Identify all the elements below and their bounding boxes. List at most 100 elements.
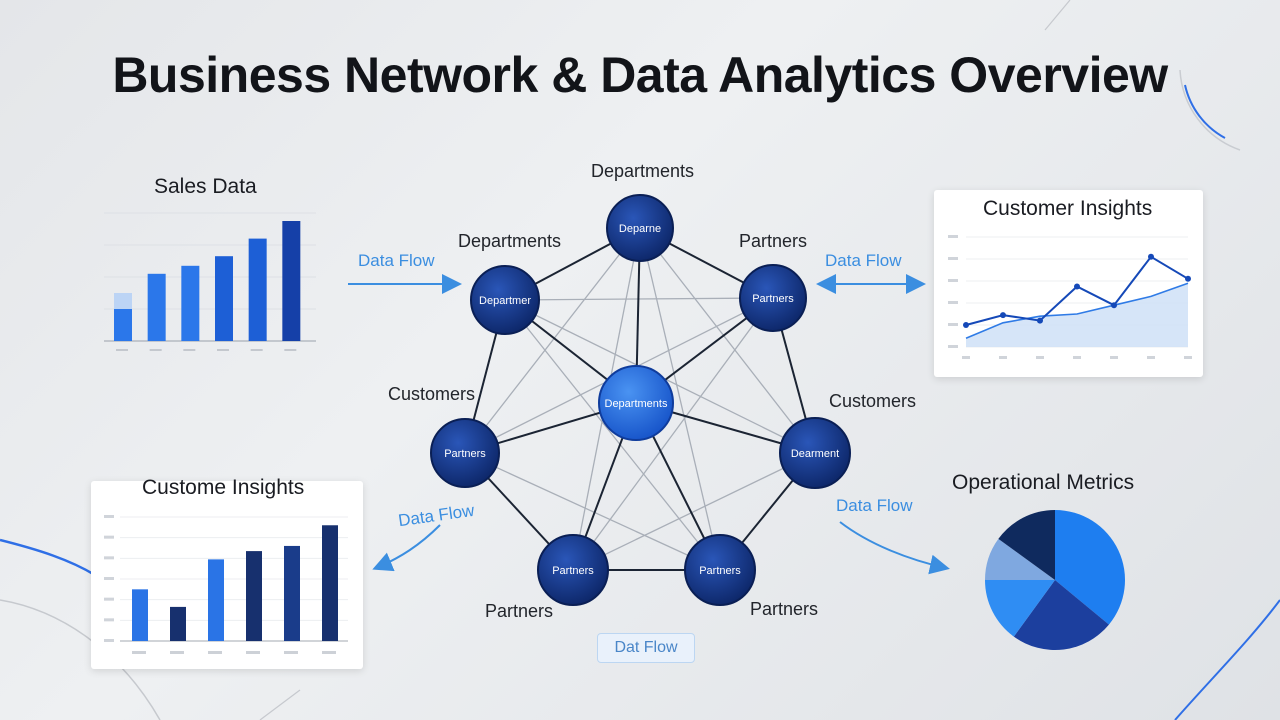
node-upper-left-text: Departmer: [479, 295, 531, 307]
bar: [170, 606, 186, 641]
node-top-text: Deparne: [619, 223, 661, 235]
bar: [147, 273, 166, 341]
bar: [246, 551, 262, 641]
node-upper-right-text: Partners: [752, 293, 794, 305]
pie-slice: [985, 538, 1055, 580]
tick-placeholder: [183, 349, 196, 351]
y-tick-placeholder: [948, 235, 958, 238]
node-upper-left: Departmer: [470, 265, 540, 335]
flow-label-left-top: Data Flow: [358, 251, 435, 270]
y-tick-placeholder: [104, 577, 114, 580]
node-mid-right: Dearment: [779, 417, 851, 489]
y-tick-placeholder: [948, 301, 958, 304]
x-tick-placeholder: [284, 651, 298, 654]
pie-slice: [1055, 510, 1125, 625]
line-bottom-mid: [259, 689, 301, 720]
y-tick-placeholder: [104, 556, 114, 560]
arc-bottom-right: [1174, 599, 1280, 720]
arc-bottom-left: [0, 538, 96, 577]
bar: [284, 545, 300, 641]
tick-placeholder: [217, 349, 229, 351]
node-lower-right: Partners: [684, 534, 756, 606]
bar: [208, 559, 224, 641]
node-center-text: Departments: [605, 398, 668, 410]
network-faint-links: [464, 227, 816, 571]
x-tick-placeholder: [1073, 356, 1081, 359]
series-1-point: [963, 322, 969, 328]
node-mid-right-text: Dearment: [791, 448, 839, 460]
series-1-point: [1148, 253, 1154, 260]
label-top-departments: Departments: [591, 161, 695, 181]
node-lower-left-text: Partners: [552, 565, 594, 577]
x-tick-placeholder: [132, 651, 146, 654]
node-center: Departments: [598, 365, 674, 441]
node-top: Deparne: [606, 194, 674, 262]
customer-insights-line-chart: [948, 235, 1192, 359]
tick-placeholder: [116, 349, 128, 351]
x-tick-placeholder: [999, 356, 1007, 359]
y-tick-placeholder: [948, 257, 958, 260]
flow-label-right-bottom: Data Flow: [836, 496, 913, 515]
node-mid-left: Partners: [430, 418, 500, 488]
arc-bottom-left-gray: [0, 599, 161, 720]
arc-top-right: [1184, 84, 1226, 139]
series-1-point: [1074, 283, 1080, 290]
y-tick-placeholder: [948, 345, 958, 348]
pie-slice: [985, 580, 1055, 637]
sales-data-chart: [104, 212, 316, 351]
flow-label-right-top: Data Flow: [825, 251, 902, 270]
line-top-right: [1044, 0, 1071, 31]
x-tick-placeholder: [170, 651, 184, 654]
customer-insights-bar-title: Custome Insights: [142, 476, 305, 499]
x-tick-placeholder: [1184, 356, 1192, 359]
x-tick-placeholder: [1036, 356, 1044, 359]
customer-insights-bar-chart: [104, 515, 348, 654]
series-1-point: [1185, 275, 1191, 282]
operational-metrics-title: Operational Metrics: [952, 471, 1135, 494]
arc-top-right-gray: [1179, 69, 1241, 151]
tick-placeholder: [284, 349, 297, 351]
y-tick-placeholder: [104, 639, 114, 642]
bar: [215, 256, 233, 341]
flow-arrow-left-bottom: [372, 524, 441, 572]
series-2-area: [966, 283, 1188, 347]
y-tick-placeholder: [104, 618, 114, 622]
label-lower-left-partners: Partners: [485, 601, 554, 621]
series-2-line: [965, 282, 1189, 339]
node-lower-left: Partners: [537, 534, 609, 606]
x-tick-placeholder: [962, 356, 970, 359]
label-lower-right-partners: Partners: [750, 599, 819, 619]
bar: [132, 589, 148, 641]
bar: [181, 265, 200, 341]
page-title: Business Network & Data Analytics Overvi…: [112, 47, 1168, 103]
y-tick-placeholder: [104, 535, 114, 539]
bar: [282, 221, 301, 341]
customer-insights-line-title: Customer Insights: [983, 197, 1153, 220]
bar-highlight: [114, 293, 132, 309]
x-tick-placeholder: [246, 651, 260, 654]
x-tick-placeholder: [208, 651, 222, 654]
series-1-point: [1037, 317, 1043, 324]
flow-arrow-right-bottom: [839, 521, 950, 575]
operational-metrics-pie-chart: [985, 510, 1125, 650]
series-1-point: [1000, 312, 1006, 319]
bar: [322, 525, 338, 641]
node-upper-right: Partners: [739, 264, 807, 332]
x-tick-placeholder: [1147, 356, 1155, 359]
label-mid-left-customers: Customers: [388, 384, 476, 404]
sales-data-title: Sales Data: [154, 175, 257, 198]
data-flow-badge: Dat Flow: [597, 633, 695, 663]
pie-slice: [998, 510, 1055, 580]
pie-slice: [1013, 580, 1109, 650]
label-mid-right-customers: Customers: [829, 391, 917, 411]
y-tick-placeholder: [948, 323, 958, 326]
y-tick-placeholder: [104, 597, 114, 601]
node-lower-right-text: Partners: [699, 565, 741, 577]
x-tick-placeholder: [322, 651, 336, 654]
bar: [248, 238, 267, 341]
label-upper-left-departments: Departments: [458, 231, 562, 251]
y-tick-placeholder: [948, 279, 958, 282]
bar: [114, 309, 132, 341]
